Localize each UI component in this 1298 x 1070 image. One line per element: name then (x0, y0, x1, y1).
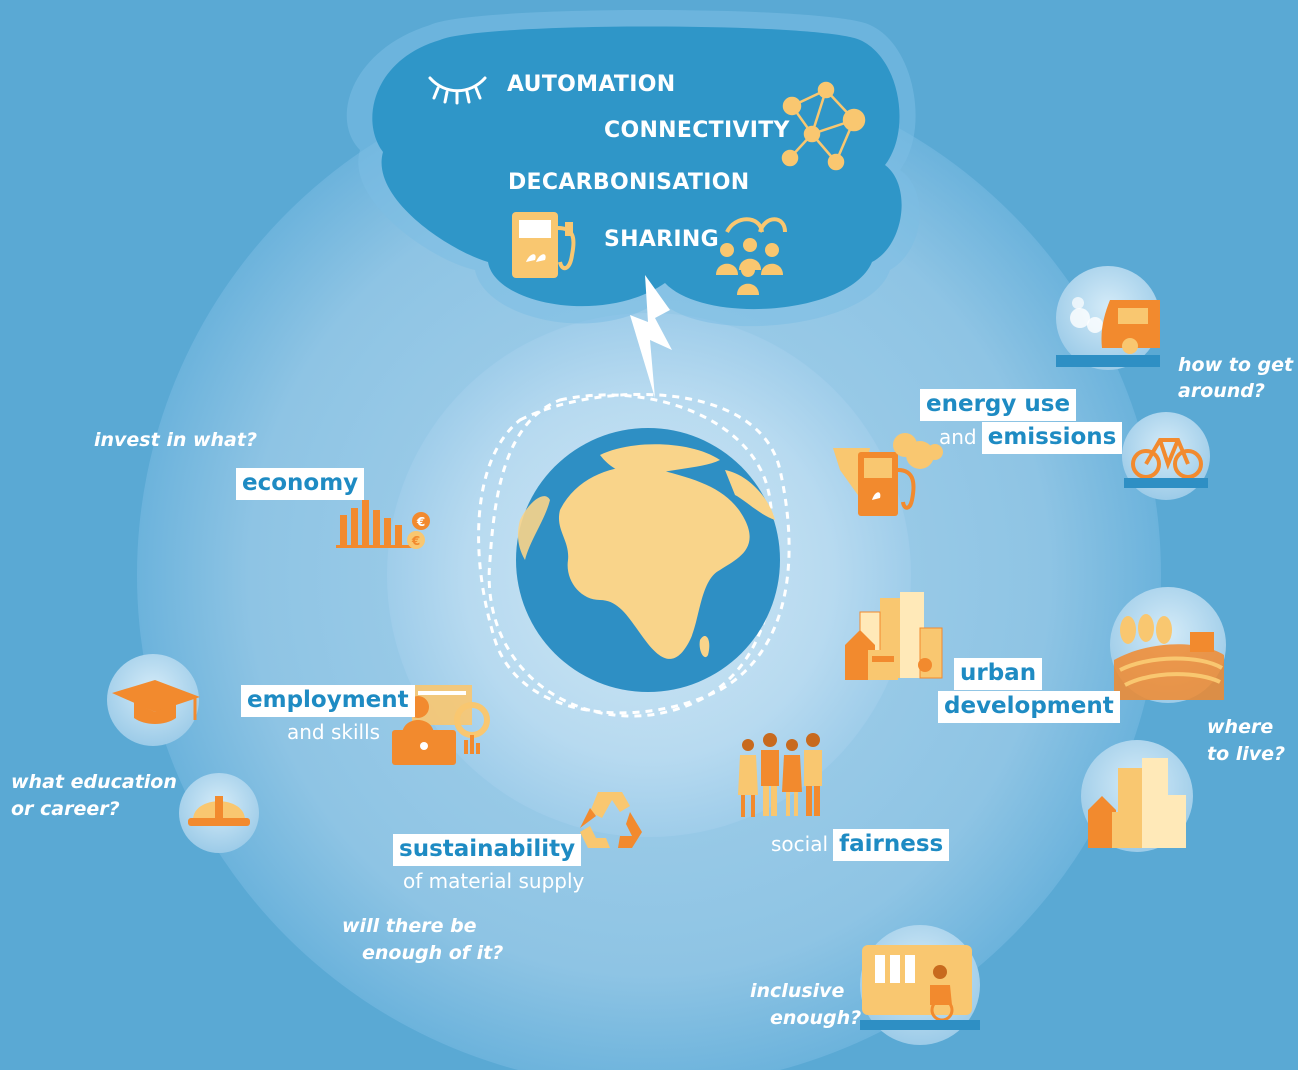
theme-sustainability: sustainability (393, 834, 582, 866)
eyelash-icon (428, 76, 487, 105)
group-of-people-icon (738, 733, 822, 817)
trend-automation: AUTOMATION (507, 72, 676, 97)
theme-energy-line2: and emissions (939, 422, 1123, 454)
recycle-icon (580, 792, 642, 848)
charging-pump-icon (512, 212, 576, 278)
theme-sustainability-sub: of material supply (403, 869, 585, 893)
svg-text:€: € (416, 515, 425, 529)
graduation-cap-icon (107, 654, 200, 746)
question-get-around-2: around? (1178, 380, 1265, 402)
theme-emissions: emissions (981, 422, 1123, 454)
svg-text:€: € (411, 534, 420, 548)
theme-economy: economy (236, 468, 365, 500)
countryside-icon (1110, 587, 1226, 703)
theme-energy-connector: and (939, 425, 977, 449)
theme-development: development (938, 691, 1120, 723)
theme-urban: urban (954, 658, 1043, 690)
globe-icon (516, 428, 780, 692)
question-live-2: to live? (1207, 743, 1286, 765)
car-exhaust-icon (1056, 266, 1160, 370)
bicycle-icon (1122, 412, 1210, 500)
question-get-around-1: how to get (1178, 354, 1294, 376)
city-buildings-icon (845, 592, 943, 680)
trend-connectivity: CONNECTIVITY (604, 118, 790, 143)
theme-fairness-prefix: social (771, 832, 829, 856)
shared-people-icon (716, 217, 787, 295)
theme-fairness-line: social fairness (771, 829, 950, 861)
question-enough-2: enough of it? (362, 942, 504, 964)
theme-fairness: fairness (833, 829, 950, 861)
question-education-2: or career? (11, 798, 120, 820)
town-icon (1081, 740, 1193, 852)
declining-bar-chart-euro-icon: € € (336, 500, 430, 549)
network-nodes-icon (781, 81, 866, 171)
theme-energy-use: energy use (920, 389, 1077, 421)
question-invest: invest in what? (94, 429, 257, 451)
question-enough-1: will there be (342, 915, 477, 937)
trend-decarbonisation: DECARBONISATION (508, 170, 750, 195)
hard-hat-icon (179, 773, 259, 853)
theme-employment: employment (241, 685, 415, 717)
bus-wheelchair-icon (860, 925, 980, 1045)
worker-laptop-icon (392, 685, 490, 765)
question-education-1: what education (11, 771, 177, 793)
question-live-1: where (1207, 716, 1274, 738)
fuel-pump-cloud-icon (833, 433, 943, 516)
question-inclusive-2: enough? (770, 1007, 862, 1029)
theme-employment-sub: and skills (287, 720, 381, 744)
dashed-orbits (477, 392, 791, 718)
trend-sharing: SHARING (604, 227, 719, 252)
question-inclusive-1: inclusive (750, 980, 845, 1002)
